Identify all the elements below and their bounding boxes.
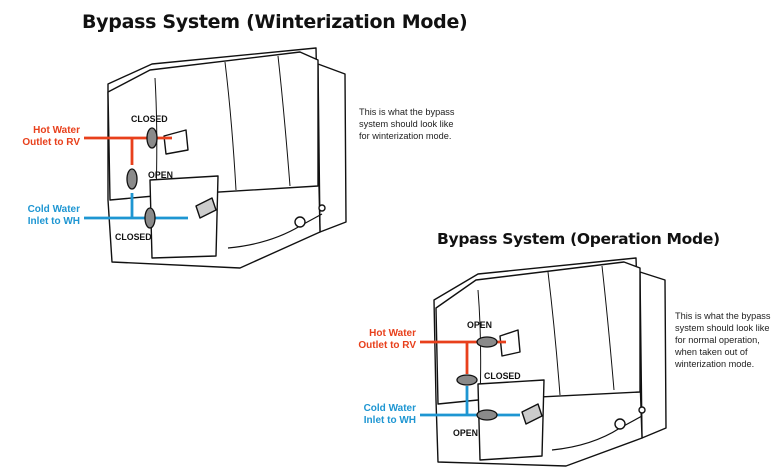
diagram-2-title: Bypass System (Operation Mode) [437, 230, 720, 248]
diagram-2-description: This is what the bypass system should lo… [675, 311, 771, 369]
diagram-2-valve-1-state: OPEN [467, 320, 492, 330]
diagram-2-cold-label: Cold Water Inlet to WH [363, 403, 416, 426]
valve-1-cold [144, 207, 156, 229]
diagram-1-valve-3-state: CLOSED [115, 232, 152, 242]
diagram-1-title: Bypass System (Winterization Mode) [82, 11, 468, 33]
diagram-1-hot-label: Hot Water Outlet to RV [22, 125, 80, 148]
valve-1-bypass [126, 168, 138, 190]
diagram-1-description: This is what the bypass system should lo… [359, 107, 455, 141]
diagram-2-valve-2-state: CLOSED [484, 371, 521, 381]
valve-2-bypass [456, 374, 478, 386]
valve-2-hot [476, 336, 498, 348]
valve-1-hot [146, 127, 158, 149]
valve-2-cold [476, 409, 498, 421]
diagram-2-valve-3-state: OPEN [453, 428, 478, 438]
diagram-2-hot-label: Hot Water Outlet to RV [358, 328, 416, 351]
diagram-1-cold-label: Cold Water Inlet to WH [27, 204, 80, 227]
diagram-1-valve-1-state: CLOSED [131, 114, 168, 124]
diagram-1-valve-2-state: OPEN [148, 170, 173, 180]
